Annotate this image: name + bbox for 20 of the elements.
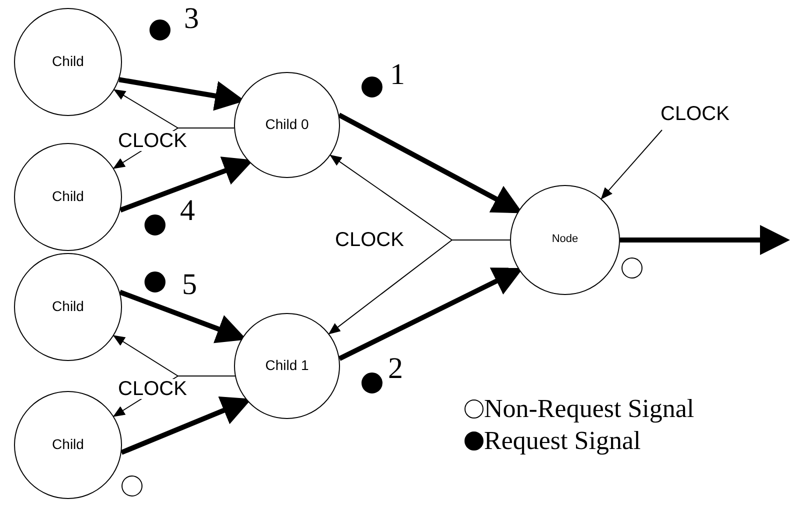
- node-label: Node: [550, 233, 580, 247]
- node-label: Child: [51, 53, 85, 71]
- callout-number: 2: [388, 354, 403, 384]
- thick-arrow: [620, 225, 790, 255]
- legend-label: Non-Request Signal: [484, 396, 694, 422]
- callout-number: 3: [184, 4, 199, 34]
- clock-label: CLOCK: [640, 100, 750, 128]
- node-label: Child: [51, 298, 85, 316]
- node-label: Child: [51, 436, 85, 454]
- callout-number: 5: [182, 270, 197, 300]
- arrow: [600, 130, 662, 200]
- arrow: [328, 240, 510, 334]
- node-label: Child: [51, 188, 85, 206]
- node-label: Child 0: [265, 116, 309, 134]
- callout-number: 1: [390, 60, 405, 90]
- legend-label: Request Signal: [484, 428, 641, 454]
- callout-number: 4: [180, 196, 195, 226]
- node-label: Child 1: [265, 357, 309, 375]
- edge-label: CLOCK: [116, 131, 189, 151]
- edge-label: CLOCK: [116, 379, 189, 399]
